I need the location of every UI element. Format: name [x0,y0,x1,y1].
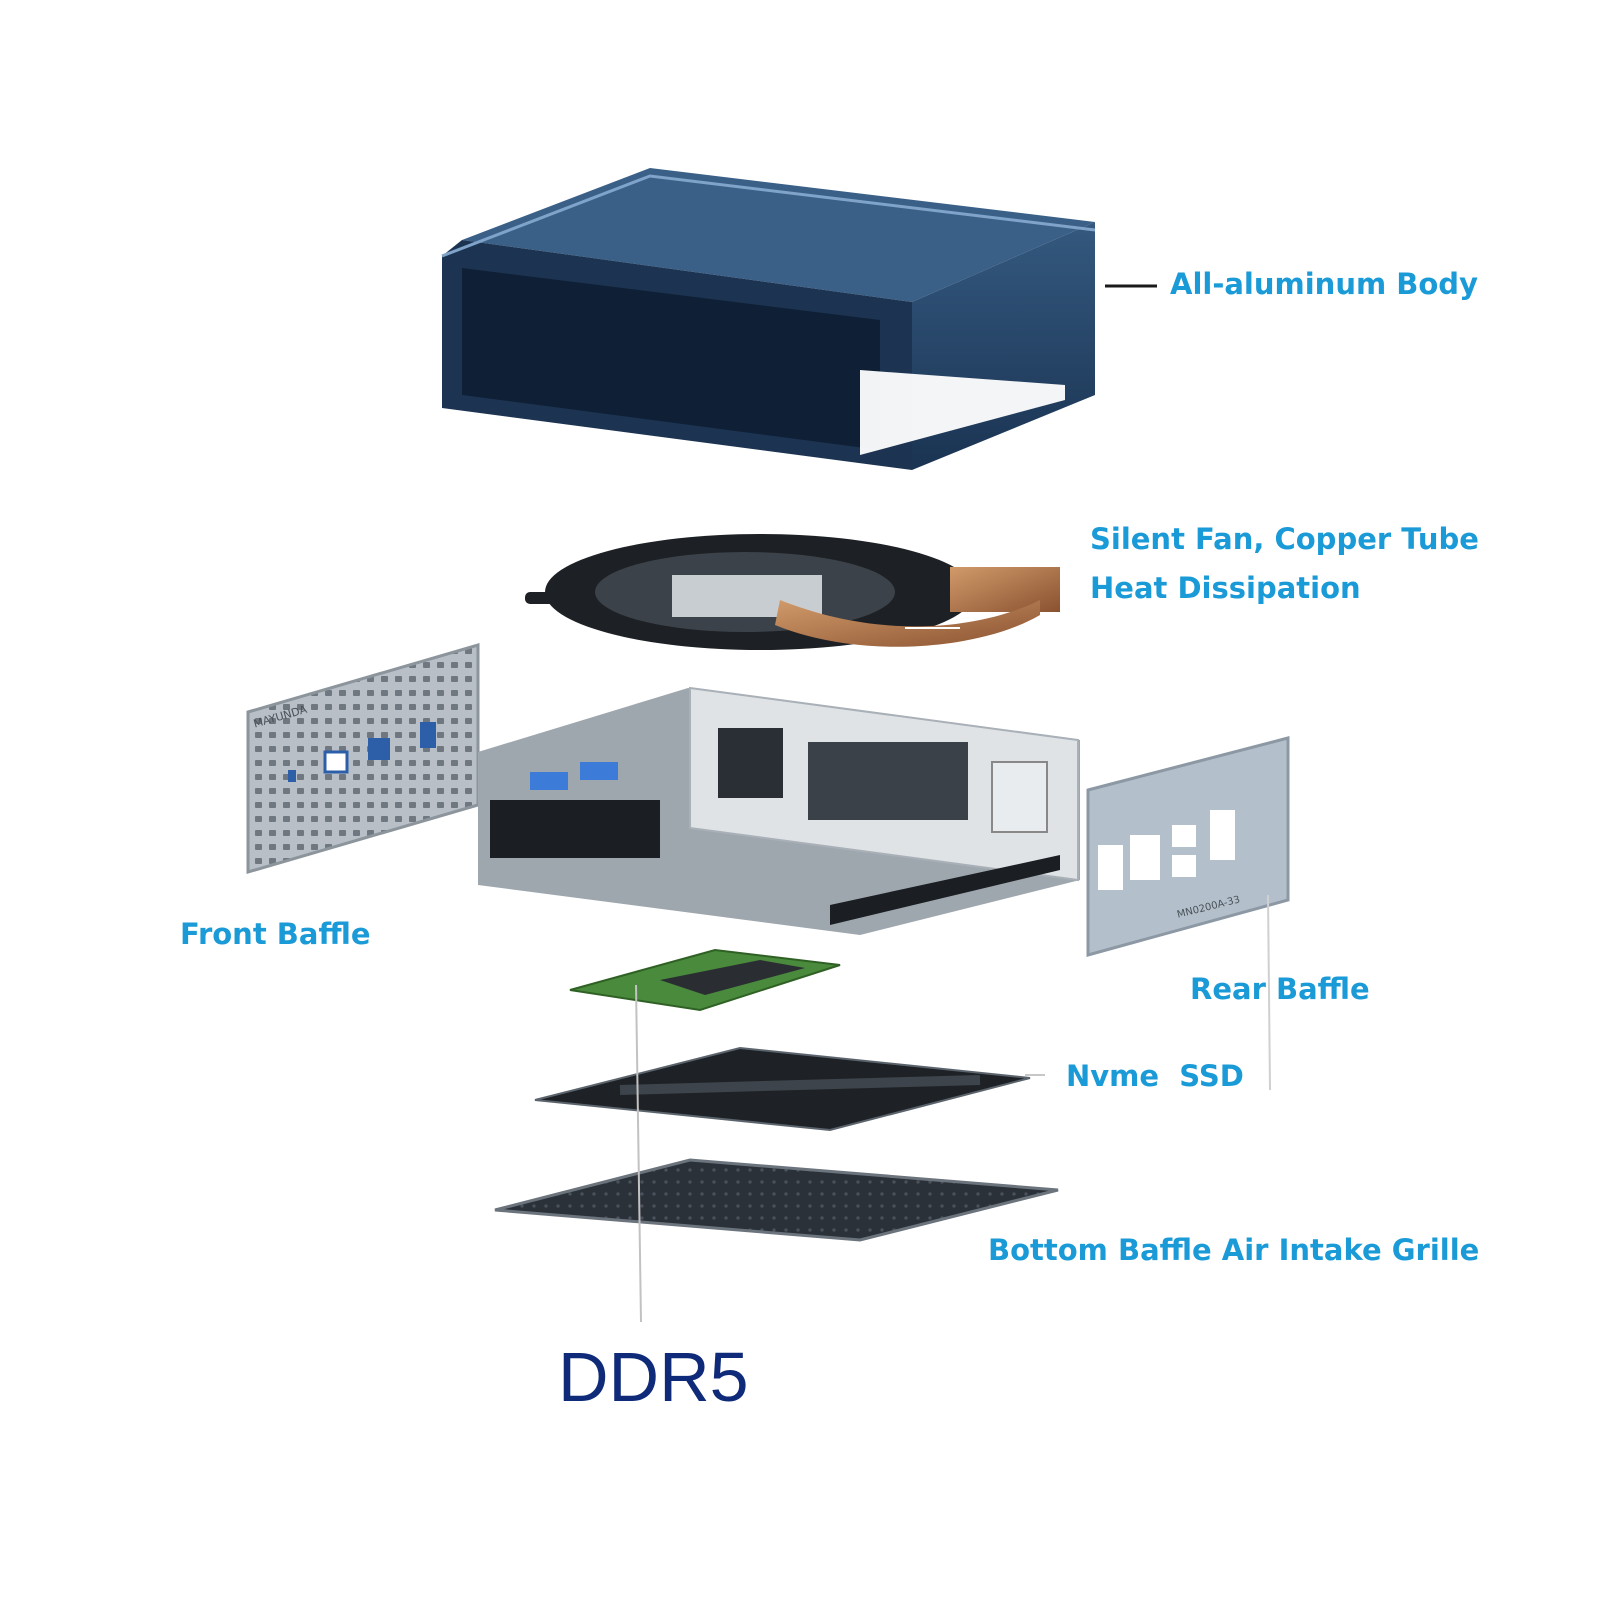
body-inner-shadow [462,268,880,450]
label-silent-fan-line2: Heat Dissipation [1090,571,1361,605]
front-port-1 [288,770,296,782]
label-silent-fan-line1: Silent Fan, Copper Tube [1090,522,1479,556]
fan-heatsink-assembly [525,534,1060,650]
fan-mount-tab [525,592,575,604]
motherboard-chassis [478,686,1080,935]
rear-port-3 [1172,825,1196,847]
label-rear-baffle: Rear Baffle [1190,972,1370,1006]
label-bottom-grille: Bottom Baffle Air Intake Grille [988,1233,1480,1267]
front-port-2 [323,750,349,774]
usb-port-blue-2 [580,762,618,780]
label-nvme-ssd: Nvme SSD [1066,1059,1244,1093]
ddr5-chip [660,960,805,995]
body-top-face [462,168,1095,302]
front-baffle-face [246,643,480,874]
usb-port-blue-1 [530,772,568,790]
nvme-ssd [534,1046,1031,1132]
copper-fin-block [950,567,1060,612]
rear-port-4 [1172,855,1196,877]
grille-plate [494,1158,1059,1242]
front-port-3 [368,738,390,760]
aluminum-body-shell [441,168,1096,470]
bracket-window-3 [991,761,1048,833]
body-bottom-opening [860,370,1065,455]
rear-baffle-panel [1086,736,1290,957]
chassis-dark-cover [490,800,660,858]
front-baffle-panel [246,643,480,874]
copper-heat-pipe [775,600,1040,647]
chassis-fan-rail [830,855,1060,925]
label-ddr5: DDR5 [558,1338,749,1416]
rear-port-1 [1098,845,1123,890]
rear-port-2 [1130,835,1160,880]
ddr5-module [569,948,841,1012]
bracket-window-2 [808,742,968,820]
ssd-chip-row [619,1075,981,1095]
bracket-window-1 [718,728,783,798]
label-all-aluminum-body: All-aluminum Body [1170,267,1478,301]
body-edge-highlight [441,174,1096,258]
front-port-4 [420,722,436,748]
leader-lines [635,284,1271,1323]
leader-rear [1267,894,1271,1091]
label-front-baffle: Front Baffle [180,917,371,951]
rear-port-5 [1210,810,1235,860]
leader-ddr5 [635,984,642,1323]
bottom-grille [494,1158,1059,1242]
